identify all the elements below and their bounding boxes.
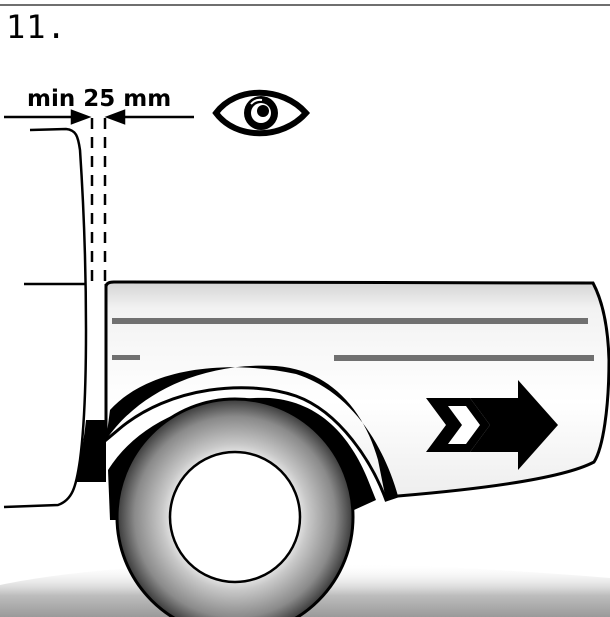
- step-number: 11.: [6, 8, 67, 46]
- cab-outline: [3, 127, 88, 509]
- dimension-arrows: [4, 109, 194, 125]
- wheel-rim: [168, 450, 302, 584]
- clearance-dashed-lines: [90, 118, 107, 285]
- body-stripes: [112, 318, 594, 361]
- top-divider: [0, 4, 610, 6]
- cab-gap-shadow: [76, 420, 106, 482]
- double-chevron-arrow-icon: [426, 380, 558, 470]
- eye-icon: [212, 89, 311, 137]
- dimension-label: min 25 mm: [27, 86, 171, 112]
